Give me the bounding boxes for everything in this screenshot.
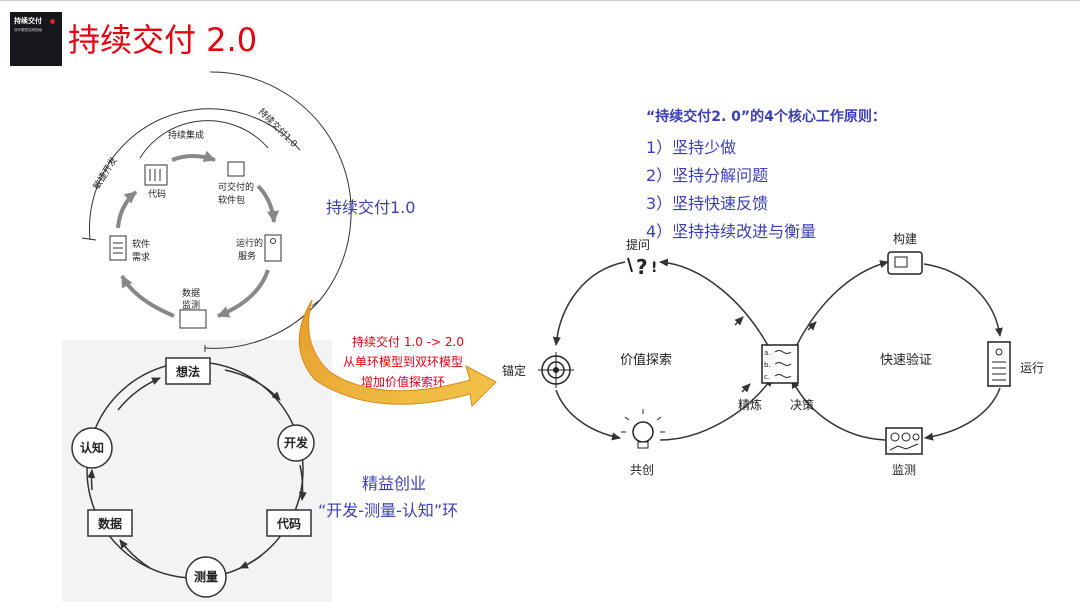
principle-1: 1）坚持少做: [646, 134, 736, 158]
cd1-arrow-run-mon: [218, 270, 268, 316]
package-icon: [228, 162, 244, 176]
cd1-mon-label-1: 数据: [182, 287, 200, 299]
lean-dev-label: 开发: [284, 435, 309, 450]
cd1-agile-label: 敏捷开发: [90, 155, 119, 192]
server-run-icon: [988, 342, 1010, 386]
lightbulb-icon: [621, 409, 665, 448]
cd2-refine-label: 精炼: [738, 397, 762, 412]
cd2-monitor-label: 监测: [892, 463, 916, 477]
lean-measure-label: 测量: [194, 569, 218, 584]
cd2-arc-ask-anchor: [556, 262, 625, 345]
transition-line-1: 持续交付 1.0 -> 2.0: [352, 333, 464, 350]
cd2-arc-refine-ask: [660, 262, 773, 355]
cd1-outer-label: 持续交付1.0: [256, 106, 300, 150]
lean-loop-circle: [87, 362, 303, 578]
cd1-req-label-1: 软件: [132, 238, 150, 250]
cd2-arc-decide-build: [792, 262, 888, 355]
lean-caption-1: 精益创业: [362, 470, 426, 494]
cd2-doc-line-b: b.: [764, 361, 771, 369]
cd2-anchor-label: 锚定: [502, 363, 526, 378]
cd2-diagram: ? ! 提问 锚定 共创 a. b. c. 精炼 决策: [502, 231, 1044, 477]
cd2-run-label: 运行: [1020, 361, 1044, 375]
lean-code-label: 代码: [276, 516, 301, 531]
question-icon: ? !: [628, 255, 657, 279]
code-icon: [145, 165, 167, 185]
target-icon: [538, 352, 574, 388]
lean-data-label: 数据: [98, 516, 122, 531]
cd2-arc-build-run: [924, 264, 1000, 336]
cd1-diagram: 代码 可交付的 软件包 运行的 服务 数据 监测 软件 需求 持续集成 持续交付…: [82, 72, 351, 352]
build-icon: [888, 252, 922, 274]
cd1-run-label-1: 运行的: [236, 237, 263, 249]
transition-line-3: 增加价值探索环: [361, 373, 445, 390]
cd2-doc-line-a: a.: [764, 349, 771, 357]
cd2-decide-label: 决策: [790, 398, 814, 412]
cd1-arrow-pkg-run: [258, 186, 274, 222]
cd1-pkg-label-1: 可交付的: [218, 181, 254, 193]
cd1-ci-label: 持续集成: [168, 129, 204, 141]
svg-text:!: !: [651, 260, 657, 276]
monitor-dashboard-icon: [886, 428, 922, 454]
cd1-mon-label-2: 监测: [182, 299, 200, 311]
cd1-pkg-label-2: 软件包: [218, 194, 245, 206]
cd1-arrow-code-pkg: [172, 156, 215, 160]
cd1-code-label: 代码: [148, 189, 166, 200]
cd2-arc-anchor-cocreate: [556, 390, 620, 438]
cd2-build-label: 构建: [893, 231, 917, 246]
transition-line-2: 从单环模型到双环模型: [343, 353, 463, 370]
principle-4: 4）坚持持续改进与衡量: [646, 218, 816, 242]
lean-caption-2: “开发-测量-认知”环: [318, 497, 458, 521]
cd1-req-label-2: 需求: [132, 251, 150, 263]
cd2-doc-line-c: c.: [764, 373, 770, 381]
principle-2: 2）坚持分解问题: [646, 162, 768, 186]
cd1-run-label-2: 服务: [238, 250, 256, 262]
cd1-arrow-mon-req: [122, 276, 174, 316]
monitor-icon: [180, 310, 206, 328]
lean-learn-label: 认知: [80, 440, 104, 455]
principles-heading: “持续交付2. 0”的4个核心工作原则：: [646, 106, 886, 126]
cd2-cocreate-label: 共创: [630, 463, 654, 477]
cd2-left-loop-label: 价值探索: [620, 352, 672, 368]
principle-3: 3）坚持快速反馈: [646, 190, 768, 214]
cd1-arrow-req-code: [118, 192, 136, 228]
svg-text:?: ?: [636, 255, 648, 279]
cd2-right-loop-label: 快速验证: [880, 352, 932, 368]
cd1-caption: 持续交付1.0: [326, 194, 415, 218]
lean-diagram: 想法 开发 代码 测量 数据 认知: [72, 358, 314, 597]
lean-idea-label: 想法: [175, 364, 200, 379]
cd2-arc-run-monitor: [925, 388, 1000, 438]
